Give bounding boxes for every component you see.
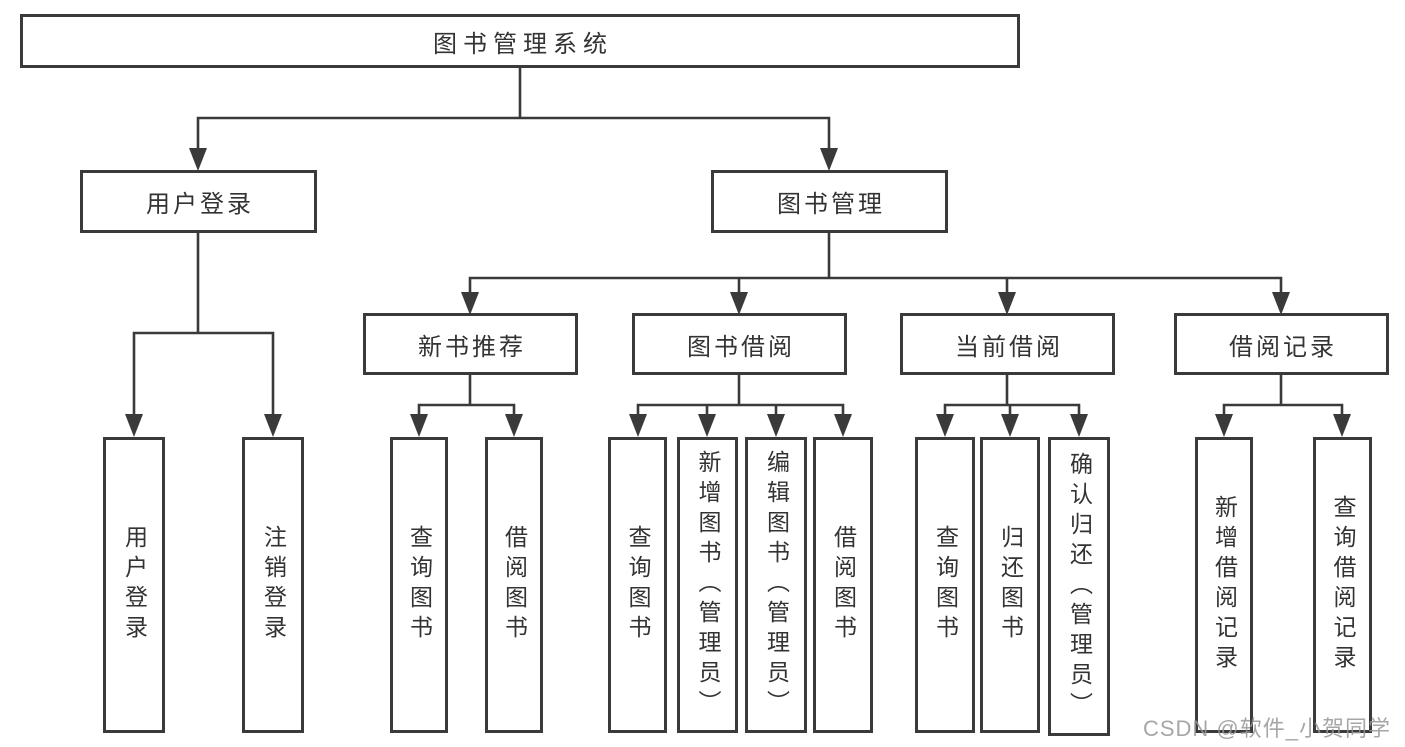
leaf-borrow-books-borrowing: 借阅图书	[813, 437, 873, 733]
node-label: 用户登录	[146, 191, 254, 218]
arrowheads	[125, 148, 1351, 437]
leaf-logout: 注销登录	[242, 437, 304, 733]
node-book-borrowing: 图书借阅	[632, 313, 847, 375]
node-label: 查询借阅记录	[1330, 495, 1356, 675]
node-library-management-system: 图书管理系统	[20, 14, 1020, 68]
leaf-query-books-borrowing: 查询图书	[608, 437, 667, 733]
leaf-query-books-current: 查询图书	[915, 437, 975, 733]
leaf-add-borrow-record: 新增借阅记录	[1195, 437, 1253, 733]
node-label: 用户登录	[121, 525, 148, 645]
leaf-edit-book-admin: 编辑图书（管理员）	[745, 437, 807, 733]
leaf-add-book-admin: 新增图书（管理员）	[677, 437, 738, 733]
node-label: 借阅图书	[830, 525, 857, 645]
leaf-query-borrow-record: 查询借阅记录	[1313, 437, 1372, 733]
node-label: 查询图书	[625, 525, 651, 645]
watermark-text: CSDN @软件_小贺同学	[1142, 716, 1391, 741]
node-book-management: 图书管理	[711, 170, 948, 233]
leaf-return-books: 归还图书	[980, 437, 1040, 733]
node-label: 图书借阅	[687, 333, 795, 361]
node-current-borrowing: 当前借阅	[900, 313, 1115, 375]
node-label: 图书管理	[777, 191, 885, 218]
node-label: 借阅记录	[1229, 333, 1337, 361]
node-label: 图书管理系统	[433, 30, 613, 58]
node-label: 注销登录	[260, 525, 287, 645]
node-label: 借阅图书	[501, 525, 528, 645]
node-label: 查询图书	[932, 525, 959, 645]
node-label: 新书推荐	[418, 333, 526, 361]
node-label: 新增图书（管理员）	[695, 450, 721, 720]
node-label: 确认归还（管理员）	[1066, 451, 1093, 722]
node-user-login-group: 用户登录	[80, 170, 317, 233]
leaf-borrow-books-recommend: 借阅图书	[485, 437, 543, 733]
leaf-query-books-recommend: 查询图书	[390, 437, 448, 733]
leaf-confirm-return-admin: 确认归还（管理员）	[1048, 437, 1110, 736]
node-label: 归还图书	[997, 525, 1024, 645]
node-new-book-recommendation: 新书推荐	[363, 313, 578, 375]
node-label: 新增借阅记录	[1211, 495, 1238, 675]
node-borrowing-records: 借阅记录	[1174, 313, 1389, 375]
node-label: 编辑图书（管理员）	[763, 450, 790, 720]
node-label: 当前借阅	[955, 333, 1063, 361]
node-label: 查询图书	[406, 525, 433, 645]
leaf-user-login: 用户登录	[103, 437, 165, 733]
